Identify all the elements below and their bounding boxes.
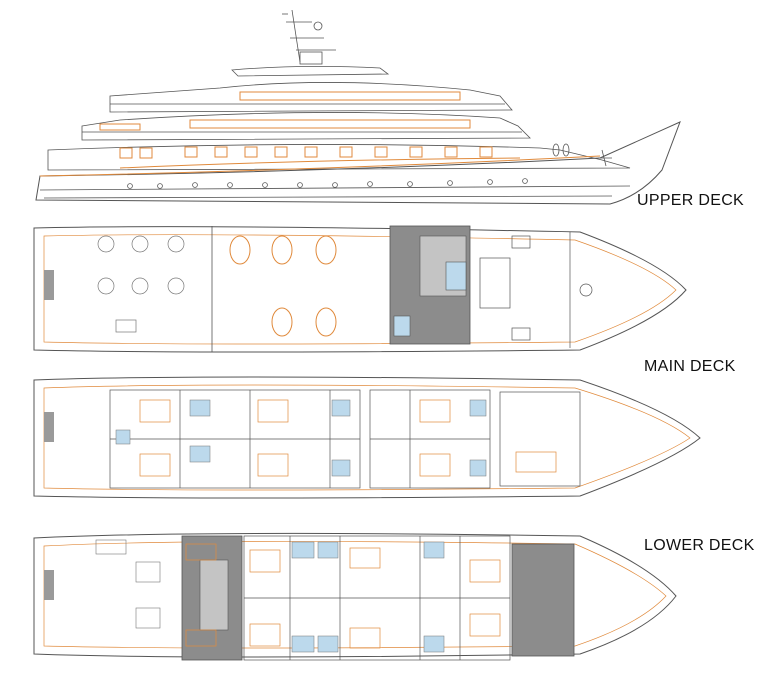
profile-windows xyxy=(39,91,601,177)
main-deck-hull xyxy=(33,376,701,499)
upper-deck-plan xyxy=(33,225,687,353)
main-deck-label: MAIN DECK xyxy=(644,358,736,375)
main-stern-locker xyxy=(44,412,54,442)
stern-locker xyxy=(44,270,54,300)
sun-lounge-seating xyxy=(97,235,185,333)
lower-deck-plan xyxy=(33,532,677,661)
main-deck-berths xyxy=(139,399,557,477)
main-deck-cabins xyxy=(109,389,581,489)
dining-tables xyxy=(229,235,337,337)
lower-stern-locker xyxy=(44,570,54,600)
crew-quarters-forward xyxy=(511,543,575,657)
engine-room xyxy=(95,539,161,629)
radar-mast xyxy=(282,9,336,65)
lower-deck-bathrooms xyxy=(291,541,445,653)
upper-deck-hull xyxy=(33,226,687,353)
upper-deck-label: UPPER DECK xyxy=(637,192,745,209)
bridge-area xyxy=(479,232,593,348)
flybridge-superstructure xyxy=(109,82,513,113)
lower-deck-cabins xyxy=(243,535,511,661)
lower-deck-label: LOWER DECK xyxy=(644,537,755,554)
upper-superstructure xyxy=(81,112,531,141)
anchor xyxy=(598,149,612,167)
main-deck-bathrooms xyxy=(115,399,487,477)
hull-profile xyxy=(35,121,681,205)
side-profile xyxy=(35,9,681,205)
portholes xyxy=(127,143,570,189)
lower-deck-hull xyxy=(33,532,677,658)
main-superstructure xyxy=(47,144,631,171)
lower-deck-berths xyxy=(185,543,501,649)
main-deck-plan xyxy=(33,376,701,499)
